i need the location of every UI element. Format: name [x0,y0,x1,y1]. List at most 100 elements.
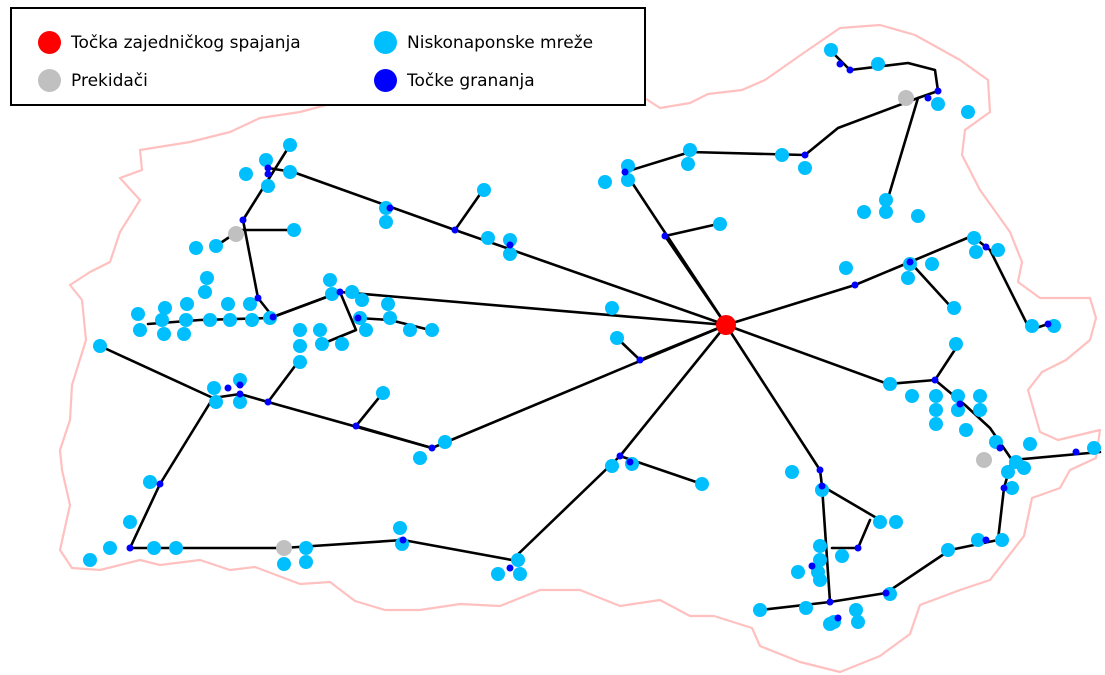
branch-point-node [399,536,407,544]
lv-network-node [511,553,525,567]
lv-network-node [323,273,337,287]
branch-point-node [808,562,816,570]
feeder-line-16 [98,344,215,400]
lv-network-node [967,231,981,245]
lv-network-node [503,247,517,261]
feeder-line-5 [884,96,920,207]
lv-network-node [971,533,985,547]
lv-network-node [941,543,955,557]
lv-network-node [929,389,943,403]
branch-point-node [854,544,862,552]
legend: Točka zajedničkog spajanja Niskonaponske… [10,7,646,106]
lv-network-node [143,475,157,489]
lv-network-node [947,301,961,315]
legend-label-pcc: Točka zajedničkog spajanja [71,32,301,53]
region-boundary [58,23,1102,674]
lv-network-node [879,193,893,207]
branch-point-node [264,398,272,406]
feeder-line-2 [453,188,485,232]
branch-point-node [924,94,932,102]
lv-network-node [1087,441,1101,455]
lv-network-node [261,179,275,193]
lv-network-node [233,373,247,387]
lv-network-node [911,209,925,223]
lv-network-node [925,257,939,271]
branch-point-node [851,281,859,289]
branch-point-node [1044,320,1052,328]
lv-network-node [839,261,853,275]
branch-point-node [126,544,134,552]
legend-item-pcc: Točka zajedničkog spajanja [38,31,301,54]
lv-network-node [233,395,247,409]
lv-network-node [813,553,827,567]
branch-point-node [236,381,244,389]
lv-network-node [991,243,1005,257]
lv-network-node [1023,437,1037,451]
lv-network-node [681,157,695,171]
lv-network-node [929,403,943,417]
feeder-line-20 [830,518,872,550]
lv-network-node [598,175,612,189]
lv-network-node [610,331,624,345]
branch-point-node [801,151,809,159]
lv-network-node [355,293,369,307]
blue-circle-icon [374,69,397,92]
lv-network-node [791,565,805,579]
lv-network-node [959,423,973,437]
branch-point-node [982,243,990,251]
lv-network-node [177,327,191,341]
lv-network-node [835,549,849,563]
lv-network-node [503,233,517,247]
branch-point-node [836,60,844,68]
lv-network-node [293,339,307,353]
lv-network-node [905,389,919,403]
red-circle-icon [38,31,61,54]
branch-point-node [386,204,394,212]
lv-network-node [621,173,635,187]
lv-network-node [929,417,943,431]
branch-point-node [239,216,247,224]
feeder-line-14 [354,323,728,450]
branch-point-node [336,288,344,296]
legend-label-switch: Prekidači [71,70,148,91]
switch-nodes [228,90,992,556]
region-boundary-outline [58,23,1102,674]
branch-point-node [264,164,272,172]
branch-point-node [906,258,914,266]
lv-network-node [198,285,212,299]
branch-point-node [352,422,360,430]
lv-network-node [1017,461,1031,475]
lv-network-node [131,307,145,321]
legend-item-lv-network: Niskonaponske mreže [374,31,593,54]
lv-network-node [857,205,871,219]
lv-network-node [813,539,827,553]
lv-network-node [951,389,965,403]
switch-node [976,452,992,468]
lv-network-node [605,301,619,315]
legend-item-switch: Prekidači [38,69,148,92]
branch-point-node [428,444,436,452]
lv-network-node [345,285,359,299]
lv-network-node [313,323,327,337]
lv-network-nodes [83,43,1101,631]
lv-network-node [189,241,203,255]
branch-point-node [934,87,942,95]
branch-point-node [1072,448,1080,456]
branch-point-node [982,536,990,544]
lv-network-node [1001,465,1015,479]
lv-network-node [713,217,727,231]
feeder-line-11 [1010,450,1102,462]
legend-label-branch: Točke grananja [407,70,535,91]
branch-point-node [818,482,826,490]
lv-network-node [179,313,193,327]
lv-network-node [931,97,945,111]
branch-point-node [996,444,1004,452]
lv-network-node [961,105,975,119]
lv-network-node [221,297,235,311]
lv-network-node [605,459,619,473]
feeder-line-3 [241,143,728,327]
branch-point-node [956,400,964,408]
branch-point-node [506,241,514,249]
lv-network-node [798,161,812,175]
feeder-line-12 [615,323,728,362]
